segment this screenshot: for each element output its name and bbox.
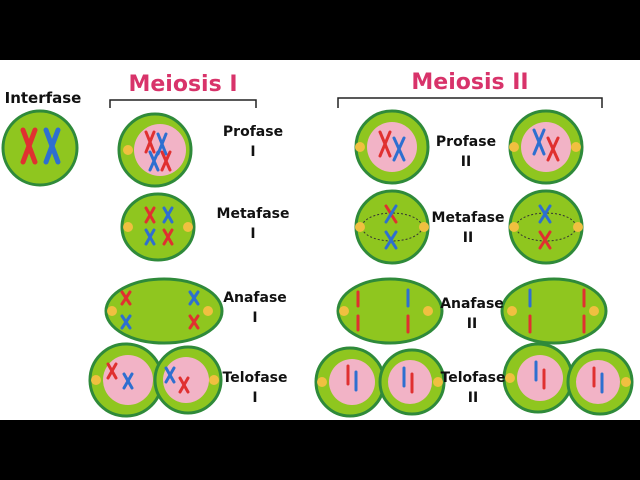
phase-label-metafase-1: Metafase I	[216, 204, 290, 244]
cell-drawings	[0, 60, 640, 420]
phase-number: II	[438, 388, 508, 408]
phase-label-anafase-2: Anafase II	[438, 294, 506, 334]
metafase-1-cell	[122, 194, 194, 260]
phase-label-anafase-1: Anafase I	[220, 288, 290, 328]
phase-number: II	[430, 152, 502, 172]
phase-number: I	[216, 224, 290, 244]
anafase-1-cell	[106, 279, 222, 343]
meiosis2-bracket	[338, 98, 602, 108]
phase-name: Telofase	[438, 368, 508, 388]
phase-number: II	[430, 228, 506, 248]
diagram-canvas: Interfase Meiosis I Meiosis II Profase I…	[0, 60, 640, 420]
meiosis2-title: Meiosis II	[400, 70, 540, 95]
letterbox-bottom	[0, 420, 640, 480]
phase-name: Anafase	[220, 288, 290, 308]
meiosis1-title: Meiosis I	[110, 72, 256, 97]
meiosis1-bracket	[110, 100, 256, 108]
phase-name: Metafase	[430, 208, 506, 228]
phase-name: Anafase	[438, 294, 506, 314]
telofase-1-cells	[90, 344, 221, 416]
phase-label-telofase-1: Telofase I	[218, 368, 292, 408]
letterbox-top	[0, 0, 640, 60]
phase-name: Profase	[430, 132, 502, 152]
phase-number: I	[218, 388, 292, 408]
phase-label-profase-1: Profase I	[216, 122, 290, 162]
phase-label-profase-2: Profase II	[430, 132, 502, 172]
phase-name: Profase	[216, 122, 290, 142]
phase-label-telofase-2: Telofase II	[438, 368, 508, 408]
phase-name: Telofase	[218, 368, 292, 388]
phase-number: I	[220, 308, 290, 328]
phase-name: Metafase	[216, 204, 290, 224]
profase-1-cell	[119, 114, 191, 186]
phase-label-metafase-2: Metafase II	[430, 208, 506, 248]
phase-number: I	[216, 142, 290, 162]
interfase-cell	[3, 111, 77, 185]
phase-number: II	[438, 314, 506, 334]
interfase-label: Interfase	[2, 88, 84, 108]
